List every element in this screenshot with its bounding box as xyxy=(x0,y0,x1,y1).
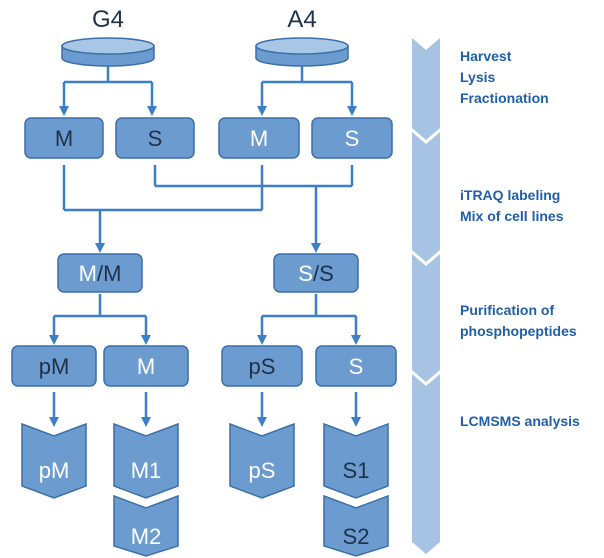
purif-box-pm: pM xyxy=(11,345,97,387)
lcmsms-arrows xyxy=(49,392,361,427)
svg-text:M: M xyxy=(55,126,73,151)
fraction-box-s-g4: S xyxy=(115,117,195,159)
svg-text:S: S xyxy=(148,126,163,151)
step-1-line-1: Harvest xyxy=(460,48,512,64)
mix-mm-dark: M xyxy=(103,261,121,286)
svg-text:M/M: M/M xyxy=(79,261,122,286)
mix-ss-dark: S xyxy=(319,261,334,286)
mix-mm-light: M xyxy=(79,261,97,286)
ms-chevron-s1: S1 xyxy=(323,422,389,499)
svg-text:pM: pM xyxy=(39,458,70,483)
mix-mm-sep: / xyxy=(97,261,104,286)
svg-text:S/S: S/S xyxy=(298,261,334,286)
side-chevron-3 xyxy=(412,254,440,382)
dish-a4 xyxy=(255,37,349,67)
svg-text:S: S xyxy=(345,126,360,151)
ms-chevron-m1: M1 xyxy=(113,422,179,499)
svg-text:pS: pS xyxy=(249,458,276,483)
process-side-bar xyxy=(412,38,440,554)
ms-chevron-pm: pM xyxy=(21,422,87,499)
side-chevron-2 xyxy=(412,132,440,262)
ms-chevron-s2: S2 xyxy=(323,494,389,557)
step-1-line-2: Lysis xyxy=(460,69,495,85)
step-1-line-3: Fractionation xyxy=(460,90,549,106)
step-labels: Harvest Lysis Fractionation iTRAQ labeli… xyxy=(460,48,580,429)
step-3-line-2: phosphopeptides xyxy=(460,323,577,339)
svg-text:S2: S2 xyxy=(343,524,370,549)
ms-chevron-ps: pS xyxy=(229,422,295,499)
mixing-arrows xyxy=(62,165,354,253)
step-2-line-2: Mix of cell lines xyxy=(460,208,564,224)
side-chevron-1 xyxy=(412,38,440,140)
svg-text:M2: M2 xyxy=(131,524,162,549)
lysis-arrows xyxy=(59,66,357,116)
purif-box-ps: pS xyxy=(221,345,303,387)
fraction-box-m-g4: M xyxy=(24,117,104,159)
ms-chevron-m2: M2 xyxy=(113,494,179,557)
sample-label-a4: A4 xyxy=(287,6,316,33)
svg-text:S1: S1 xyxy=(343,458,370,483)
dish-g4 xyxy=(61,37,155,67)
mix-box-ss: S/S xyxy=(273,253,359,293)
side-chevron-4 xyxy=(412,374,440,554)
svg-text:M: M xyxy=(250,126,268,151)
purif-box-s: S xyxy=(315,345,397,387)
purif-box-m: M xyxy=(103,345,189,387)
fraction-box-m-a4: M xyxy=(218,117,300,159)
mix-ss-light: S xyxy=(298,261,313,286)
svg-text:S: S xyxy=(349,354,364,379)
fraction-box-s-a4: S xyxy=(311,117,393,159)
sample-label-g4: G4 xyxy=(92,6,124,33)
mix-ss-sep: / xyxy=(313,261,320,286)
svg-text:pS: pS xyxy=(249,354,276,379)
svg-text:M: M xyxy=(137,354,155,379)
step-2-line-1: iTRAQ labeling xyxy=(460,187,560,203)
purification-arrows xyxy=(49,294,361,345)
step-3-line-1: Purification of xyxy=(460,302,554,318)
svg-text:M1: M1 xyxy=(131,458,162,483)
svg-text:pM: pM xyxy=(39,354,70,379)
mix-box-mm: M/M xyxy=(57,253,143,293)
step-4-line-1: LCMSMS analysis xyxy=(460,413,580,429)
